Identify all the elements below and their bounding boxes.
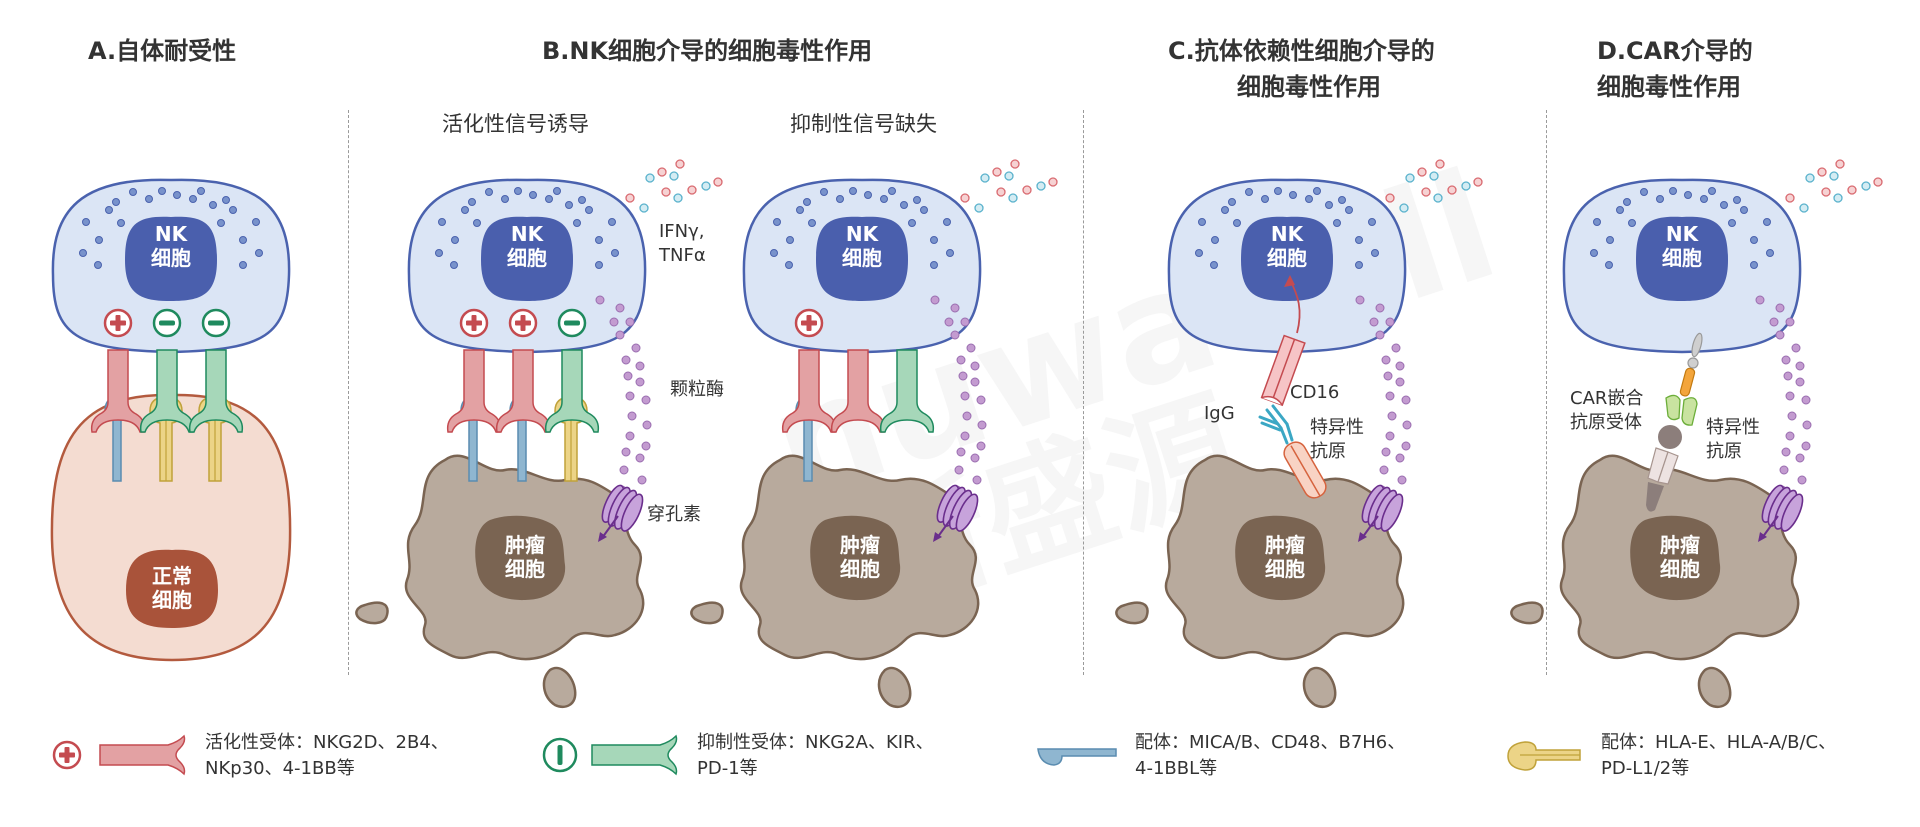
activating-receptor: [781, 349, 837, 433]
minus-circle-icon: [557, 308, 587, 338]
activating-receptor-icon: [99, 734, 186, 776]
panel-c-title-line2: 细胞毒性作用: [1237, 73, 1381, 101]
inhibitory-receptor: [879, 349, 935, 433]
legend-text: 配体：MICA/B、CD48、B7H6、4-1BBL等: [1135, 732, 1406, 779]
cytokines-label: IFNγ,TNFα: [659, 221, 706, 266]
panel-c: [1115, 159, 1483, 709]
car-receptor: [1646, 332, 1703, 512]
igg-label: IgG: [1204, 403, 1235, 424]
cytokine-particles: [1785, 159, 1883, 213]
igg-antibody: [1258, 404, 1294, 445]
inhibitory-receptor: [188, 349, 244, 433]
tumor-cell-label: 肿瘤细胞: [505, 533, 545, 581]
cytokine-particles: [1385, 159, 1483, 213]
specific-antigen-label: 特异性抗原: [1310, 417, 1364, 462]
cd16-receptor: [1260, 334, 1306, 407]
minus-circle-icon: [542, 737, 578, 773]
panel-b-title: B.NK细胞介导的细胞毒性作用: [542, 37, 873, 65]
normal-cell-nucleus: [126, 549, 218, 628]
inhibitory-receptor-icon: [591, 734, 678, 776]
specific-antigen: [1283, 441, 1327, 499]
inhibitory-receptor: [544, 349, 600, 433]
tumor-cell-label: 肿瘤细胞: [1265, 533, 1305, 581]
panel-d-title-line2: 细胞毒性作用: [1597, 73, 1741, 101]
panel-c-title-line1: C.抗体依赖性细胞介导的: [1168, 37, 1435, 65]
panel-d: [1510, 159, 1883, 709]
legend-text: 抑制性受体：NKG2A、KIR、PD-1等: [697, 732, 934, 779]
plus-circle-icon: [52, 740, 82, 770]
panel-b-right-subtitle: 抑制性信号缺失: [790, 112, 937, 136]
panel-a-title: A.自体耐受性: [88, 37, 237, 65]
tumor-cell: [355, 454, 645, 709]
divider-b-c: [1083, 110, 1084, 675]
minus-circle-icon: [152, 308, 182, 338]
granzyme-label: 颗粒酶: [670, 379, 724, 400]
activating-receptor: [90, 349, 146, 433]
ligand-yellow-icon: [1507, 741, 1581, 771]
legend-text: 活化性受体：NKG2D、2B4、NKp30、4-1BB等: [205, 732, 449, 779]
panel-d-title-line1: D.CAR介导的: [1597, 37, 1753, 65]
tumor-cell-label: 肿瘤细胞: [840, 533, 880, 581]
cd16-label: CD16: [1290, 382, 1340, 403]
panel-b-left-subtitle: 活化性信号诱导: [442, 112, 589, 136]
legend-icons: [52, 734, 1581, 776]
plus-circle-icon: [103, 308, 133, 338]
divider-c-d: [1546, 110, 1547, 675]
normal-cell-label: 正常细胞: [152, 564, 192, 612]
panel-a: [50, 178, 292, 662]
activating-receptor: [446, 349, 502, 433]
legend-text: 配体：HLA-E、HLA-A/B/C、PD-L1/2等: [1601, 732, 1837, 779]
specific-antigen-label: 特异性抗原: [1706, 417, 1760, 462]
plus-circle-icon: [794, 308, 824, 338]
tumor-cell-label: 肿瘤细胞: [1660, 533, 1700, 581]
activating-receptor: [495, 349, 551, 433]
plus-circle-icon: [459, 308, 489, 338]
cytokine-particles: [960, 159, 1058, 213]
tumor-cell: [1115, 454, 1405, 709]
plus-circle-icon: [508, 308, 538, 338]
divider-a-b: [348, 110, 349, 675]
ligand-blue-icon: [1037, 748, 1117, 766]
normal-cell: [50, 393, 292, 662]
arrow-head: [1284, 275, 1295, 287]
cytokine-particles: [625, 159, 723, 213]
activating-receptor: [830, 349, 886, 433]
minus-circle-icon: [201, 308, 231, 338]
tumor-cell: [690, 454, 980, 709]
inhibitory-receptor: [139, 349, 195, 433]
car-label: CAR嵌合抗原受体: [1570, 388, 1644, 433]
perforin-label: 穿孔素: [647, 504, 701, 525]
